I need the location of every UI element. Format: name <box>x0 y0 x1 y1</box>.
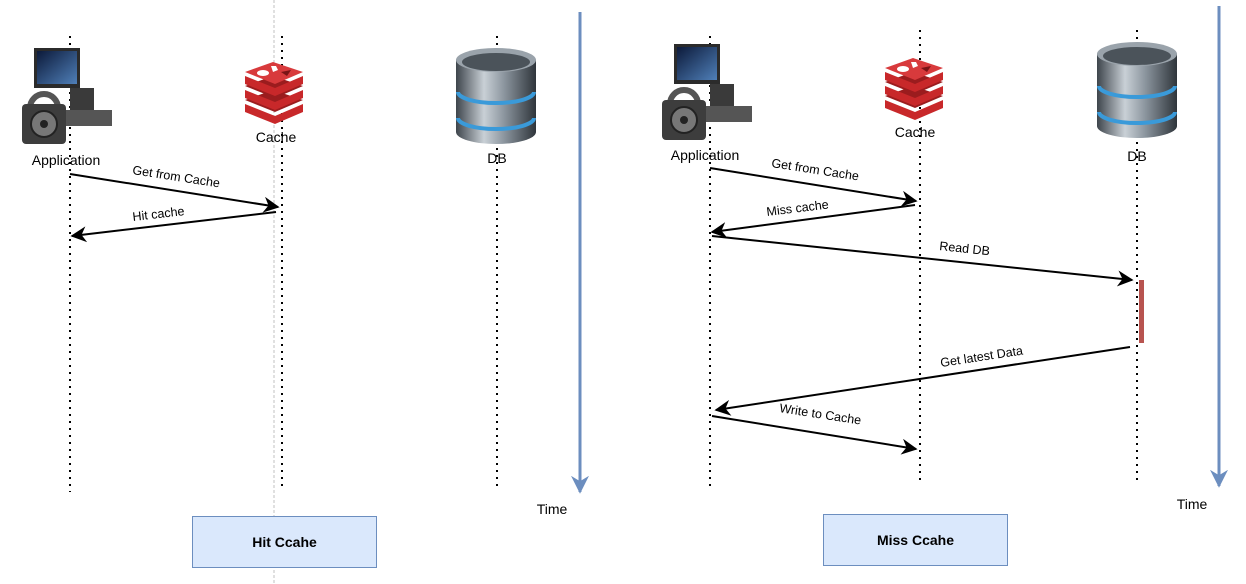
database-icon <box>456 48 536 144</box>
miss-cache-caption-box: Miss Ccahe <box>823 514 1008 566</box>
label-application: Application <box>32 152 101 168</box>
label-db: DB <box>1127 148 1146 164</box>
computer-lock-icon <box>662 44 752 140</box>
db-activation-bar <box>1139 280 1144 343</box>
message-arrow <box>711 415 918 455</box>
label-cache: Cache <box>895 124 936 140</box>
message-arrow <box>710 204 916 239</box>
message-arrow <box>70 211 277 243</box>
hit-cache-caption: Hit Ccahe <box>252 534 317 550</box>
message-arrow <box>69 173 280 213</box>
message-label: Hit cache <box>132 204 185 224</box>
message-label: Write to Cache <box>779 401 863 427</box>
label-application: Application <box>671 147 740 163</box>
computer-lock-icon <box>22 48 112 144</box>
hit-cache-caption-box: Hit Ccahe <box>192 516 377 568</box>
message-label: Miss cache <box>766 197 830 219</box>
label-cache: Cache <box>256 129 297 145</box>
miss-cache-caption: Miss Ccahe <box>876 532 955 548</box>
time-label: Time <box>1177 496 1208 512</box>
message-label: Read DB <box>939 239 991 258</box>
message-arrow <box>714 346 1131 416</box>
label-db: DB <box>487 150 506 166</box>
redis-cache-icon <box>245 62 303 124</box>
message-arrow <box>709 167 918 207</box>
miss-diagram: Application Cache DB Get from Cache Miss… <box>662 6 1228 512</box>
hit-diagram: Application Cache DB Get from Cache Hit … <box>22 12 589 517</box>
redis-cache-icon <box>885 58 943 120</box>
database-icon <box>1097 42 1177 138</box>
message-arrow <box>711 235 1134 287</box>
time-label: Time <box>537 501 568 517</box>
